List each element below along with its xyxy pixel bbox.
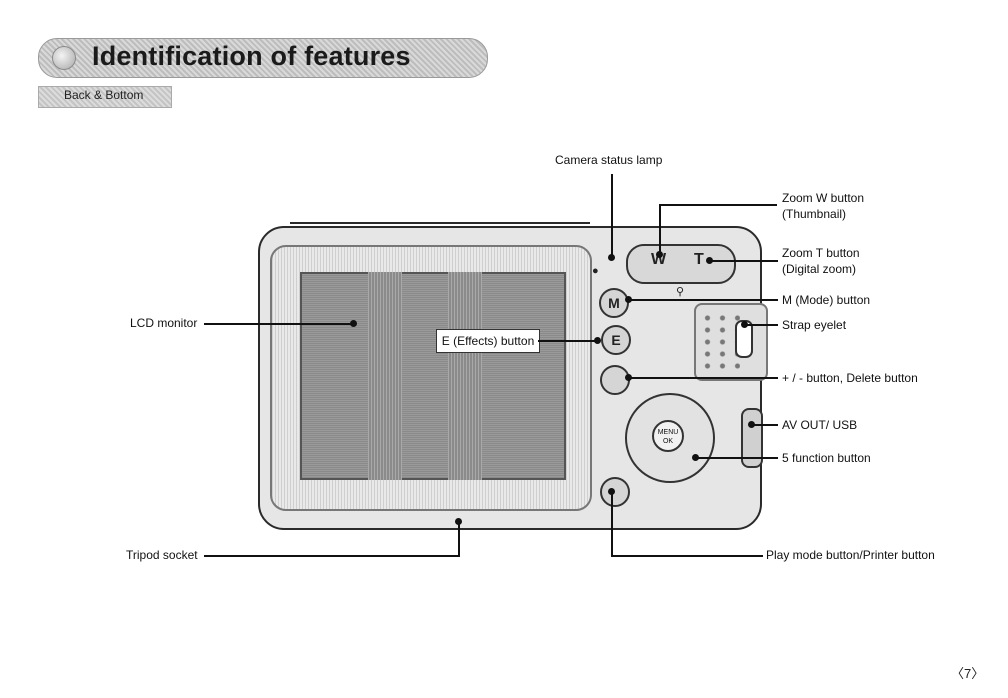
leader-tripod: [458, 522, 460, 557]
leader-lcd: [204, 323, 354, 325]
title-banner: [38, 38, 488, 78]
play-mode-button: [600, 477, 630, 507]
subtitle-tag: [38, 86, 172, 108]
pointer-dot: [608, 254, 615, 261]
section-subtitle: Back & Bottom: [64, 88, 144, 102]
pointer-dot: [350, 320, 357, 327]
av-out-usb-port: [741, 408, 763, 468]
label-five-function: 5 function button: [782, 451, 871, 465]
label-av-out: AV OUT/ USB: [782, 418, 858, 432]
lcd-highlight: [448, 272, 482, 480]
leader-plus-minus: [628, 377, 778, 379]
label-tripod-socket: Tripod socket: [126, 548, 198, 562]
leader-play-mode: [611, 492, 613, 557]
label-lcd-monitor: LCD monitor: [130, 316, 198, 330]
leader-status-lamp: [611, 174, 613, 260]
magnifier-icon: ⚲: [676, 286, 685, 298]
label-zoom-t: Zoom T button: [782, 246, 860, 260]
pointer-dot: [625, 296, 632, 303]
leader-av-out: [752, 424, 778, 426]
label-zoom-w: Zoom W button: [782, 191, 865, 205]
pointer-dot: [625, 374, 632, 381]
label-zoom-t-sub: (Digital zoom): [782, 262, 857, 276]
leader-play-mode: [611, 555, 763, 557]
effects-button-callout: E (Effects) button: [436, 329, 540, 353]
leader-strap: [745, 324, 778, 326]
leader-zoom-w: [659, 204, 661, 254]
label-plus-minus: + / - button, Delete button: [782, 371, 918, 385]
lcd-highlight: [368, 272, 402, 480]
menu-ok-button: MENU OK: [652, 420, 684, 452]
label-play-mode: Play mode button/Printer button: [766, 548, 935, 562]
zoom-rocker: [626, 244, 736, 284]
title-bullet-icon: [52, 46, 76, 70]
leader-tripod: [204, 555, 460, 557]
speaker-holes: [700, 312, 740, 372]
lcd-screen: [300, 272, 566, 480]
camera-mode-icon: ●: [592, 265, 599, 277]
m-mode-button: M: [599, 288, 629, 318]
label-m-mode: M (Mode) button: [782, 293, 871, 307]
pointer-dot: [455, 518, 462, 525]
leader-m-mode: [628, 299, 778, 301]
pointer-dot: [594, 337, 601, 344]
label-camera-status-lamp: Camera status lamp: [555, 153, 663, 167]
pointer-dot: [741, 321, 748, 328]
page-number: 〈7〉: [951, 666, 985, 681]
zoom-t-key: T: [694, 251, 704, 268]
leader-five-function: [695, 457, 778, 459]
page-title: Identification of features: [92, 41, 411, 71]
pointer-dot: [608, 488, 615, 495]
leader-effects: [538, 340, 596, 342]
e-effects-button: E: [601, 325, 631, 355]
label-strap-eyelet: Strap eyelet: [782, 318, 847, 332]
pointer-dot: [656, 251, 663, 258]
pointer-dot: [748, 421, 755, 428]
label-zoom-w-sub: (Thumbnail): [782, 207, 847, 221]
pointer-dot: [692, 454, 699, 461]
pointer-dot: [706, 257, 713, 264]
leader-zoom-t: [710, 260, 778, 262]
leader-zoom-w: [659, 204, 777, 206]
camera-top-edge: [290, 222, 590, 230]
